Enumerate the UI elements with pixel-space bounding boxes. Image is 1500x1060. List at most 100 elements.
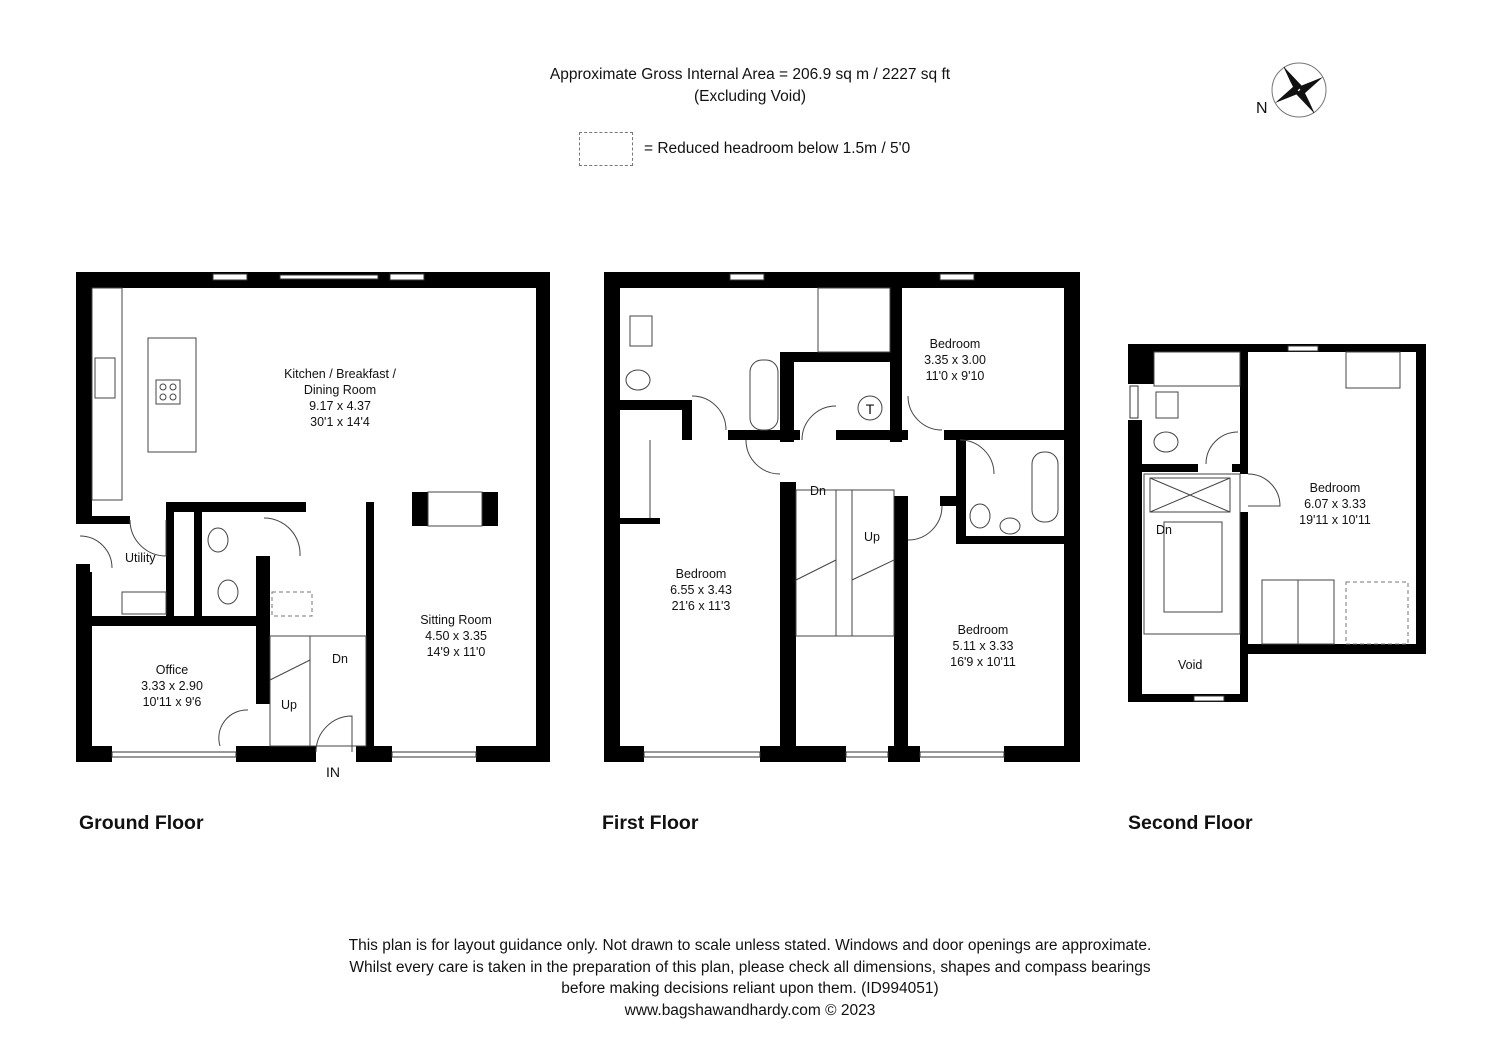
second-south-wall	[1240, 644, 1426, 654]
door-swing	[129, 519, 167, 557]
first-south-wall	[604, 746, 644, 762]
shower-room-wall	[1232, 464, 1248, 472]
room-dim-imperial: 30'1 x 14'4	[310, 415, 370, 429]
stairs-down-label: Dn	[332, 652, 348, 666]
door-swing	[959, 439, 995, 475]
tank-label: T	[866, 401, 875, 417]
door-swing	[1205, 431, 1239, 465]
sitting-room-west-wall	[366, 502, 374, 752]
stairwell-wall	[780, 482, 796, 746]
window	[939, 273, 975, 281]
table-chair	[482, 492, 498, 526]
gross-area-line: Approximate Gross Internal Area = 206.9 …	[549, 66, 951, 83]
room-label-bedroom-large: Bedroom 6.55 x 3.43 21'6 x 11'3	[636, 566, 766, 614]
window	[845, 751, 889, 758]
ensuite-wall	[618, 400, 692, 410]
utility-wall	[76, 516, 130, 524]
toilet-icon	[1153, 431, 1179, 453]
reduced-headroom-area	[1345, 581, 1409, 645]
window	[729, 273, 765, 281]
first-south-wall	[1004, 746, 1080, 762]
first-floor-plan: T	[604, 272, 1080, 762]
bathroom-wall	[944, 430, 1080, 440]
door-swing	[79, 535, 113, 569]
door-swing	[745, 439, 781, 475]
reduced-headroom-legend-text: = Reduced headroom below 1.5m / 5'0	[644, 140, 911, 157]
gross-area-text: Approximate Gross Internal Area = 206.9 …	[400, 64, 1100, 108]
bedroom-wall	[890, 288, 902, 442]
disclaimer-line: before making decisions reliant upon the…	[561, 980, 939, 997]
office-north-wall	[90, 616, 268, 626]
room-name: Office	[155, 663, 189, 677]
room-dim-metric: 6.07 x 3.33	[1304, 497, 1366, 511]
stairs-down-label: Dn	[810, 484, 826, 498]
room-name: Dining Room	[303, 383, 377, 397]
wardrobe-wall	[620, 518, 660, 524]
utility-sink-icon	[121, 591, 167, 615]
ground-south-wall-a	[76, 746, 112, 762]
bathroom-wall	[956, 440, 966, 540]
basin-icon	[999, 517, 1021, 535]
toilet-icon	[625, 369, 651, 391]
room-label-bedroom-bottom-right: Bedroom 5.11 x 3.33 16'9 x 10'11	[918, 622, 1048, 670]
second-floor-plan	[1128, 344, 1426, 702]
wardrobe	[1345, 351, 1401, 389]
room-name: Bedroom	[957, 623, 1009, 637]
compass-rose-icon: N	[1256, 62, 1327, 118]
room-label-utility: Utility	[125, 551, 156, 565]
bath-icon	[1031, 451, 1059, 523]
window	[919, 751, 1005, 758]
door-swing	[907, 505, 943, 541]
ground-floor-plan	[76, 272, 550, 762]
second-north-wall	[1128, 344, 1426, 352]
shower-room-wall	[1142, 464, 1198, 472]
void-south-wall	[1128, 694, 1248, 702]
utility-wall	[76, 564, 90, 572]
first-south-wall	[760, 746, 846, 762]
window	[1287, 345, 1319, 352]
ground-east-wall	[536, 272, 550, 762]
sliding-door	[279, 274, 379, 280]
first-north-wall	[604, 272, 1080, 288]
dining-table	[427, 491, 483, 527]
entrance-door-swing	[315, 715, 353, 753]
window	[1129, 385, 1139, 419]
second-wall	[1240, 512, 1248, 702]
room-label-bedroom-top-right: Bedroom 3.35 x 3.00 11'0 x 9'10	[890, 336, 1020, 384]
door-swing	[218, 709, 249, 747]
room-dim-metric: 4.50 x 3.35	[425, 629, 487, 643]
ensuite-wall	[728, 430, 800, 440]
entrance-label: IN	[326, 764, 340, 780]
ground-south-wall-d	[476, 746, 550, 762]
website-copyright: www.bagshawandhardy.com © 2023	[624, 1001, 876, 1019]
bathroom-wall	[940, 496, 956, 506]
first-west-wall	[604, 272, 620, 762]
room-dim-imperial: 19'11 x 10'11	[1299, 513, 1371, 527]
kitchen-south-wall	[166, 502, 306, 512]
room-name: Bedroom	[675, 567, 727, 581]
window	[1193, 695, 1225, 702]
excluding-void-line: (Excluding Void)	[693, 88, 806, 105]
room-name: Sitting Room	[420, 613, 492, 627]
door-swing	[1247, 473, 1281, 507]
door-swing	[263, 517, 301, 557]
first-south-wall	[888, 746, 920, 762]
room-dim-metric: 9.17 x 4.37	[309, 399, 371, 413]
disclaimer: This plan is for layout guidance only. N…	[200, 935, 1300, 1021]
window	[212, 273, 248, 281]
ground-floor-title: Ground Floor	[79, 812, 204, 834]
cupboard-wall	[780, 352, 794, 442]
stairs-down-label: Dn	[1156, 523, 1172, 537]
second-west-wall	[1128, 420, 1142, 702]
basin-icon	[1155, 391, 1179, 419]
rooflight	[1149, 477, 1231, 513]
kitchen-worktop	[91, 287, 123, 501]
second-wall	[1240, 344, 1248, 474]
landing-wall	[836, 430, 908, 440]
first-east-wall	[1064, 272, 1080, 762]
room-dim-imperial: 21'6 x 11'3	[671, 599, 731, 613]
compass-north-label: N	[1256, 100, 1268, 117]
ensuite-wall	[682, 400, 692, 440]
room-name: Bedroom	[1309, 481, 1361, 495]
